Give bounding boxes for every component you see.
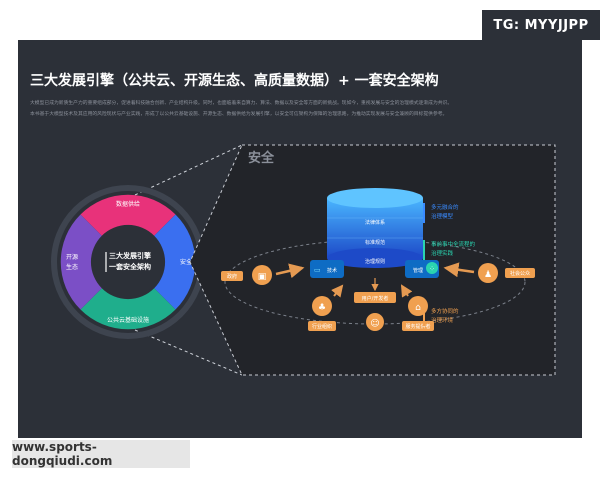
org-icon-circle [312, 296, 332, 316]
connector-line-bottom [134, 329, 243, 376]
note-2-line2: 治理实践 [431, 249, 454, 257]
note-1-line2: 治理模型 [431, 212, 454, 220]
user-badge [354, 292, 396, 303]
segment-label-open-source-2: 生态 [66, 263, 78, 271]
user-label: 用户/开发者 [362, 295, 389, 302]
left-arrow [275, 263, 305, 279]
org-icon: ♣ [318, 303, 326, 313]
watermark-tag: TG: MYYJJPP [482, 10, 600, 40]
left-endpoint-badge [221, 271, 243, 281]
segment-label-open-source-1: 开源 [66, 253, 78, 261]
store-icon: ⌂ [415, 303, 421, 313]
right-arrow [443, 262, 475, 278]
bottom-right-arrow [400, 284, 413, 298]
crowd-icon-circle [478, 263, 498, 283]
user-icon-circle [366, 313, 384, 331]
crowd-icon: ♟ [484, 270, 492, 280]
bottom-left-badge [308, 321, 336, 331]
user-icon: ☺ [370, 318, 379, 329]
cylinder-base [327, 248, 423, 268]
source-url-watermark: www.sports-dongqiudi.com [12, 440, 190, 468]
segment-data-supply [80, 194, 176, 236]
ring-center-line2: 一套安全架构 [109, 262, 151, 271]
layer-label-rules: 治理规则 [365, 258, 385, 265]
segment-open-source [60, 214, 102, 310]
ring-center-line1: 三大发展引擎 [109, 251, 152, 260]
note-3-line1: 多方协同的 [431, 307, 459, 315]
security-panel: 安全 法律体系 标准规范 治理规则 ▭ 技术 管理 ⁘ 用户/开发者 ☺ 政府 [189, 144, 556, 376]
manage-icon-circle [426, 262, 438, 274]
governance-cylinder: 法律体系 标准规范 治理规则 [327, 188, 423, 268]
building-icon-circle [252, 265, 272, 285]
monitor-icon: ▭ [314, 266, 321, 274]
cylinder-top [327, 188, 423, 208]
segment-label-security: 安全 [180, 258, 192, 266]
segment-public-cloud [80, 288, 176, 330]
right-endpoint-badge [505, 268, 535, 278]
tech-box [310, 260, 344, 278]
engine-ring: 三大发展引擎 一套安全架构 数据供给 开源 生态 安全 公共云基础设施 [51, 185, 205, 339]
ring-center [93, 227, 163, 297]
left-endpoint-label: 政府 [227, 273, 237, 280]
page-title: 三大发展引擎（公共云、开源生态、高质量数据）+ 一套安全架构 [30, 73, 439, 89]
description: 大模型已成为新质生产力的重要组成部分，促进着科技融合创新、产业结构升级。同时，也… [30, 98, 570, 120]
bottom-left-label: 行业组织 [312, 323, 332, 330]
bottom-left-arrow [331, 284, 344, 298]
bottom-right-badge [402, 321, 434, 331]
right-endpoint-label: 社会公众 [510, 270, 530, 277]
grid-icon: ⁘ [429, 265, 435, 273]
note-3-line2: 治理环境 [431, 316, 454, 324]
building-icon: ▣ [258, 272, 267, 282]
panel-title: 安全 [248, 150, 275, 166]
manage-label: 管理 [413, 267, 423, 274]
description-line: 大模型已成为新质生产力的重要组成部分，促进着科技融合创新、产业结构升级。同时，也… [30, 101, 453, 106]
description-line: 本书基于大模型技术及其应用的风险现状与产业实践，形成了以公共云基础设施、开源生态… [30, 112, 448, 117]
note-1-line1: 多元融合的 [431, 203, 459, 211]
segment-label-public-cloud: 公共云基础设施 [107, 316, 149, 324]
layer-label-law: 法律体系 [365, 219, 385, 226]
segment-security [154, 214, 196, 310]
note-2-line1: 事前事中全流程的 [431, 240, 476, 248]
tech-label: 技术 [327, 267, 337, 274]
layer-label-standard: 标准规范 [365, 239, 385, 246]
connector-line-top [134, 144, 243, 196]
bottom-right-label: 服务提供者 [405, 323, 430, 330]
segment-label-data-supply: 数据供给 [116, 200, 140, 208]
